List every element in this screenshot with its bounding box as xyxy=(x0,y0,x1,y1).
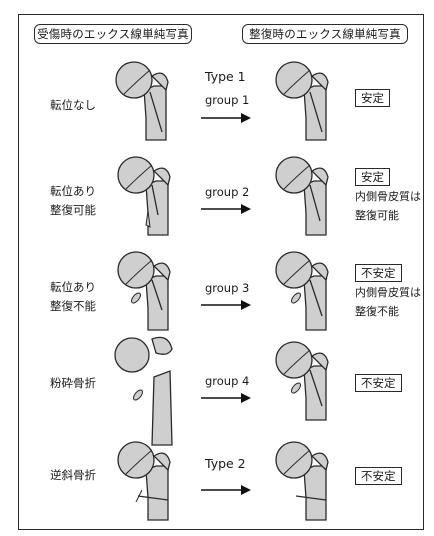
header-reduction-xray: 整復時のエックス線単純写真 xyxy=(242,24,408,44)
row4-left-femur xyxy=(114,336,173,446)
row3-arrow-icon xyxy=(201,300,251,310)
row2-label: 転位あり 整復可能 xyxy=(50,184,96,217)
row3-stability-badge: 不安定 xyxy=(355,264,402,282)
row1-left-femur xyxy=(115,61,169,141)
row2-group: group 2 xyxy=(205,185,250,199)
row2-arrow-icon xyxy=(201,204,251,214)
row1-right-femur xyxy=(275,61,329,141)
row3-left-femur xyxy=(117,251,171,331)
row2-stability-badge: 安定 xyxy=(355,168,390,186)
row5-label: 逆斜骨折 xyxy=(50,468,96,482)
row5-right-femur xyxy=(275,441,329,521)
row1-arrow-icon xyxy=(201,113,251,123)
row3-note: 内側骨皮質は 整復不能 xyxy=(355,286,421,318)
row5-arrow-icon xyxy=(201,485,251,495)
row5-stability-badge: 不安定 xyxy=(355,467,402,485)
row1-stability-badge: 安定 xyxy=(355,89,390,107)
row1-label: 転位なし xyxy=(50,98,96,112)
row4-group: group 4 xyxy=(205,374,250,388)
row3-right-femur xyxy=(275,251,329,331)
row4-arrow-icon xyxy=(201,393,251,403)
row4-label: 粉砕骨折 xyxy=(50,376,96,390)
row1-type: Type 1 xyxy=(205,69,246,84)
row2-right-femur xyxy=(275,156,329,236)
row5-left-femur xyxy=(117,441,171,521)
row4-right-femur xyxy=(275,341,329,421)
row4-stability-badge: 不安定 xyxy=(355,374,402,392)
row3-label: 転位あり 整復不能 xyxy=(50,280,96,313)
header-injury-xray: 受傷時のエックス線単純写真 xyxy=(34,24,192,44)
row2-note: 内側骨皮質は 整復可能 xyxy=(355,190,421,222)
row3-group: group 3 xyxy=(205,281,250,295)
row1-group: group 1 xyxy=(205,93,250,107)
row5-type: Type 2 xyxy=(205,456,246,471)
row2-left-femur xyxy=(117,156,171,236)
